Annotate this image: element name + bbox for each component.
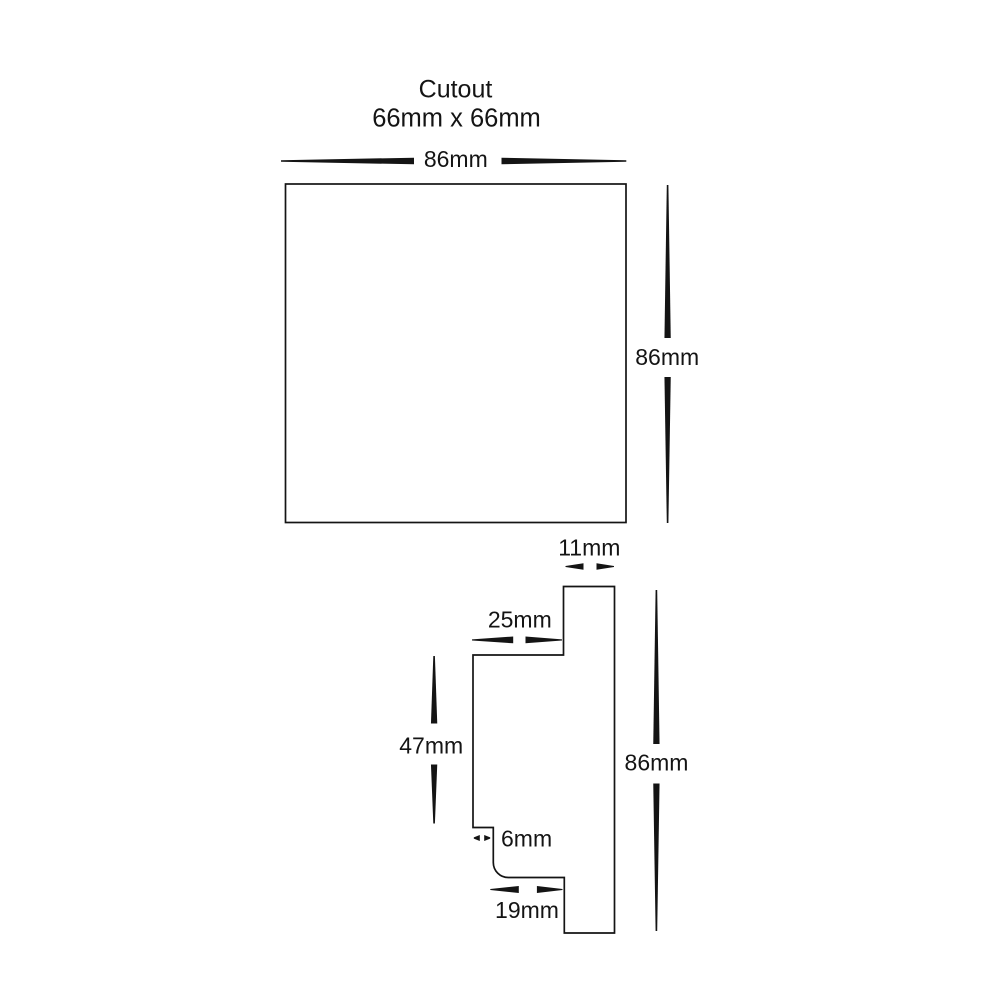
svg-text:86mm: 86mm xyxy=(625,750,689,776)
svg-text:19mm: 19mm xyxy=(495,897,559,923)
svg-text:11mm: 11mm xyxy=(558,535,620,561)
svg-text:86mm: 86mm xyxy=(635,344,699,370)
svg-text:25mm: 25mm xyxy=(488,606,552,632)
svg-text:Cutout: Cutout xyxy=(419,76,493,104)
svg-text:6mm: 6mm xyxy=(501,825,552,851)
svg-text:66mm x 66mm: 66mm x 66mm xyxy=(372,105,541,133)
svg-text:86mm: 86mm xyxy=(424,146,488,172)
svg-text:47mm: 47mm xyxy=(399,733,463,759)
